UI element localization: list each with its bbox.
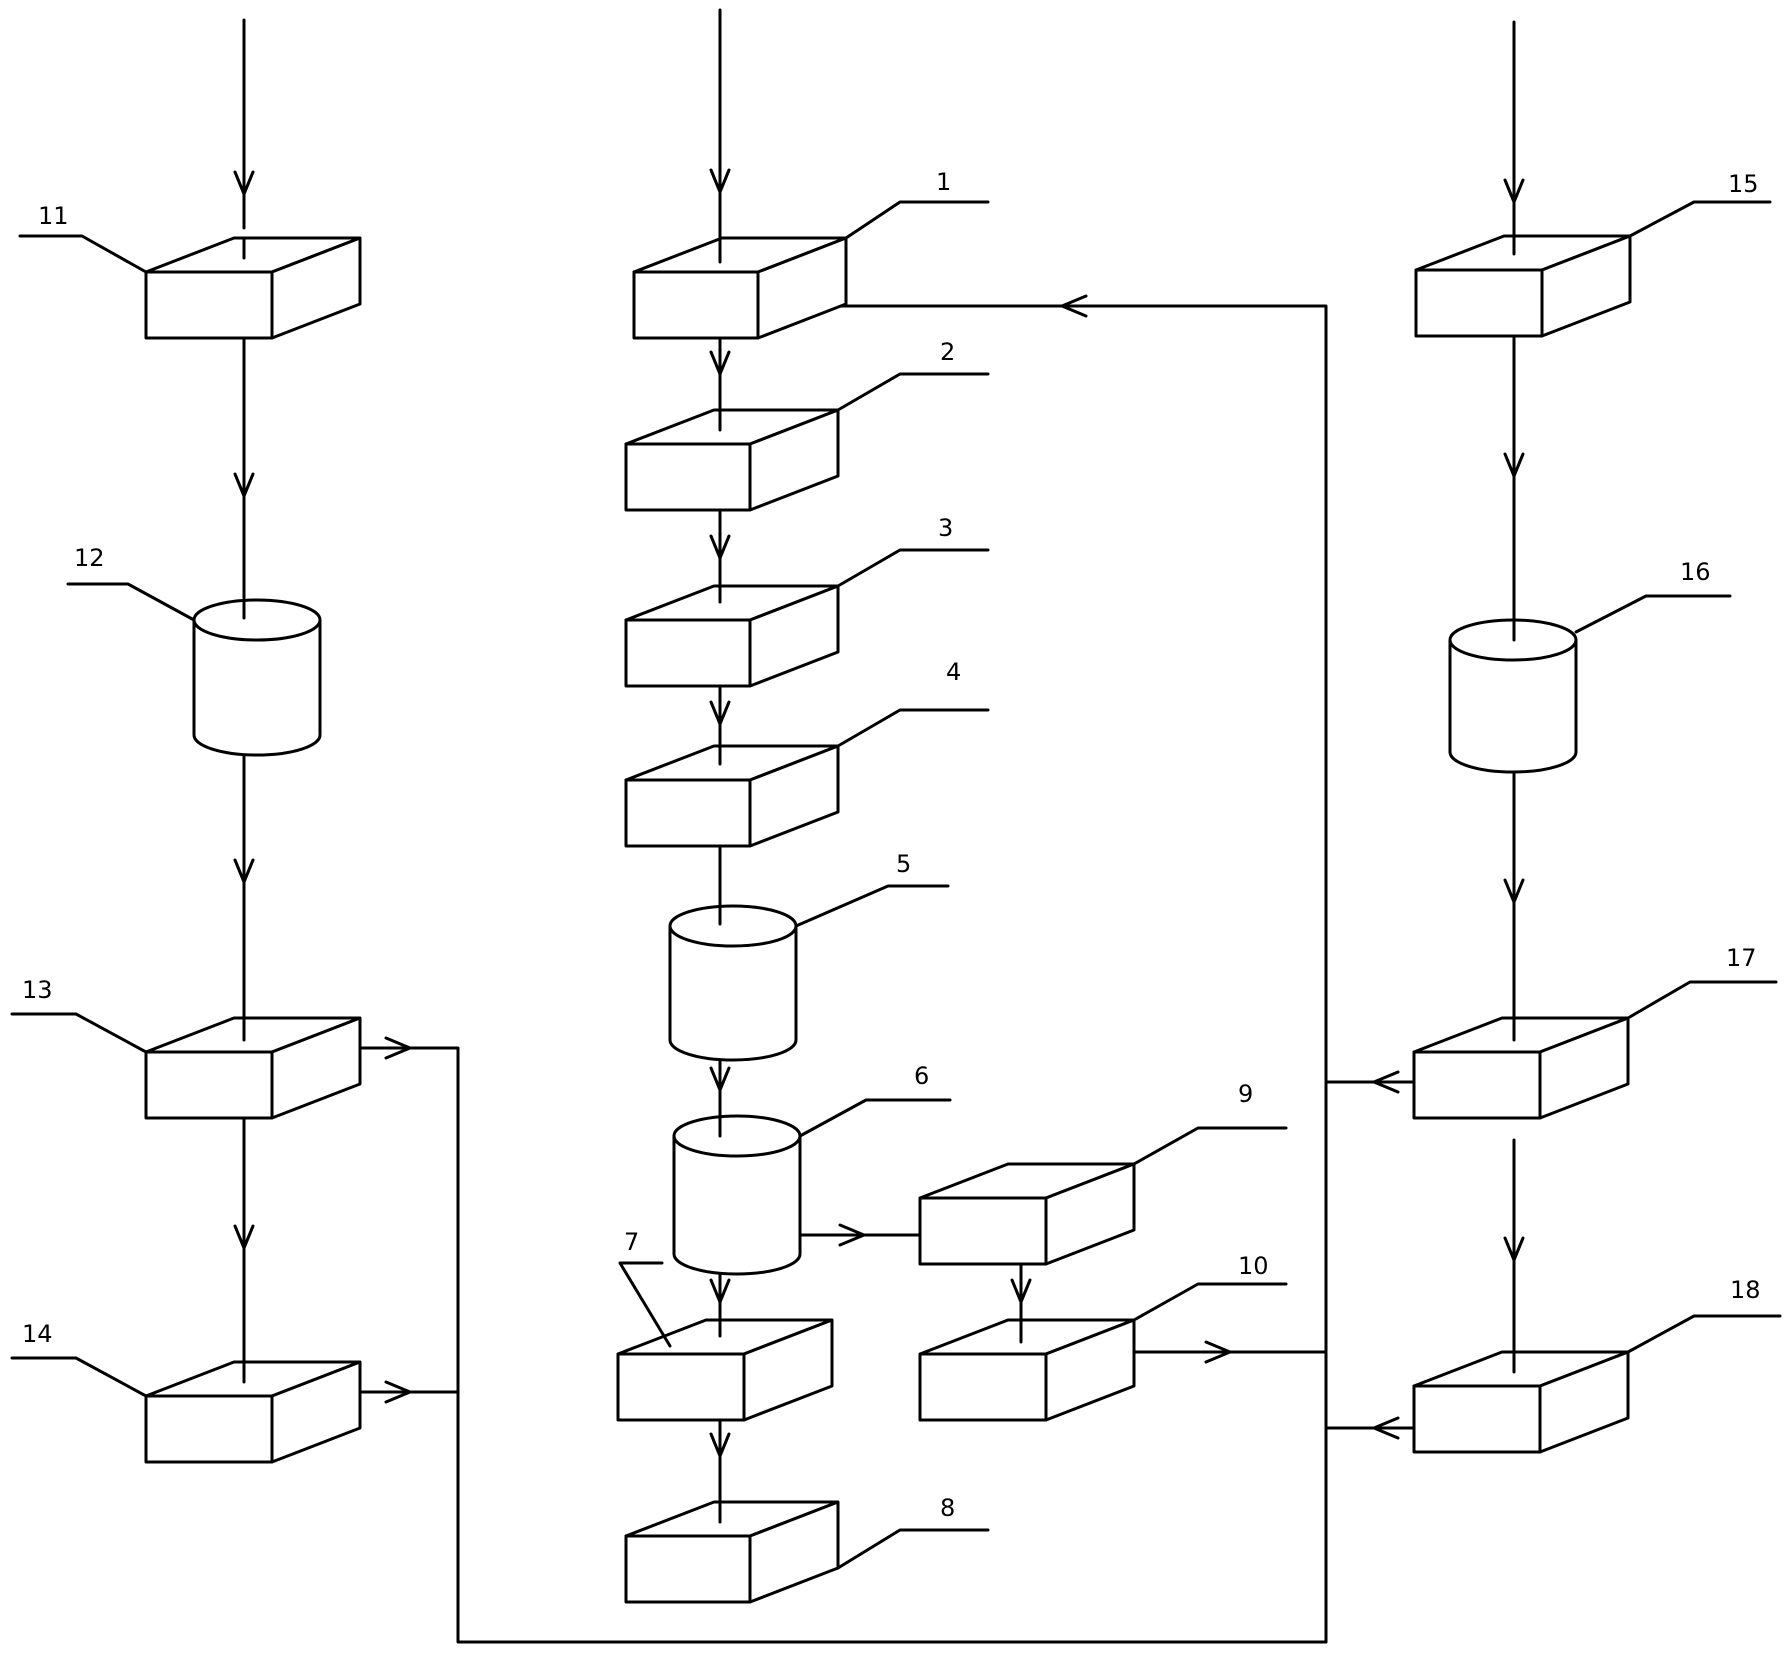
label-13: 13 [22,976,53,1004]
arrow-down-icon [233,858,255,884]
label-18: 18 [1730,1276,1761,1304]
arrow-right-icon [838,1223,866,1247]
label-16: 16 [1680,558,1711,586]
arrow-down-icon [709,168,731,194]
label-15: 15 [1728,170,1759,198]
arrow-down-icon [709,1066,731,1092]
box-7 [616,1318,834,1422]
component-labels: 1 2 3 4 5 6 7 8 9 10 11 12 13 14 15 16 1… [22,168,1761,1522]
label-8: 8 [940,1494,955,1522]
label-17: 17 [1726,944,1757,972]
box-10 [918,1318,1136,1422]
arrow-down-icon [709,350,731,376]
label-1: 1 [936,168,951,196]
label-3: 3 [938,514,953,542]
box-1 [632,236,848,340]
box-8 [624,1500,840,1604]
label-14: 14 [22,1320,53,1348]
box-11 [144,236,362,340]
arrow-down-icon [1503,1236,1525,1262]
arrow-down-icon [233,170,255,196]
components [144,234,1632,1604]
connection-lines [242,8,1516,1644]
arrow-right-icon [1204,1340,1232,1364]
box-3 [624,584,840,688]
label-4: 4 [946,658,961,686]
arrow-down-icon [709,700,731,726]
arrow-down-icon [709,534,731,560]
arrow-right-icon [384,1036,412,1060]
cylinder-6 [672,1114,802,1276]
arrow-left-icon [1372,1416,1400,1440]
arrowheads [233,168,1525,1458]
arrow-down-icon [1010,1278,1032,1304]
arrow-down-icon [1503,178,1525,204]
box-14 [144,1360,362,1464]
box-15 [1414,234,1632,338]
cylinder-12 [192,598,322,757]
box-2 [624,408,840,512]
label-12: 12 [74,544,105,572]
box-4 [624,744,840,848]
label-6: 6 [914,1062,929,1090]
return-bus-right [810,304,1328,1644]
leader-lines [10,200,1782,1570]
arrow-left-icon [1372,1070,1400,1094]
arrow-down-icon [709,1432,731,1458]
arrow-down-icon [233,1224,255,1250]
label-2: 2 [940,338,955,366]
arrow-down-icon [1503,878,1525,904]
label-10: 10 [1238,1252,1269,1280]
label-9: 9 [1238,1080,1253,1108]
box-18 [1412,1350,1630,1454]
box-9 [918,1162,1136,1266]
arrow-down-icon [709,1278,731,1304]
cylinder-16 [1448,618,1578,774]
label-7: 7 [624,1228,639,1256]
arrow-left-icon [1060,294,1088,318]
arrow-down-icon [233,472,255,498]
arrow-down-icon [1503,452,1525,478]
cylinder-5 [668,904,798,1062]
arrow-right-icon [384,1380,412,1404]
label-11: 11 [38,202,69,230]
label-5: 5 [896,850,911,878]
box-13 [144,1016,362,1120]
box-17 [1412,1016,1630,1120]
